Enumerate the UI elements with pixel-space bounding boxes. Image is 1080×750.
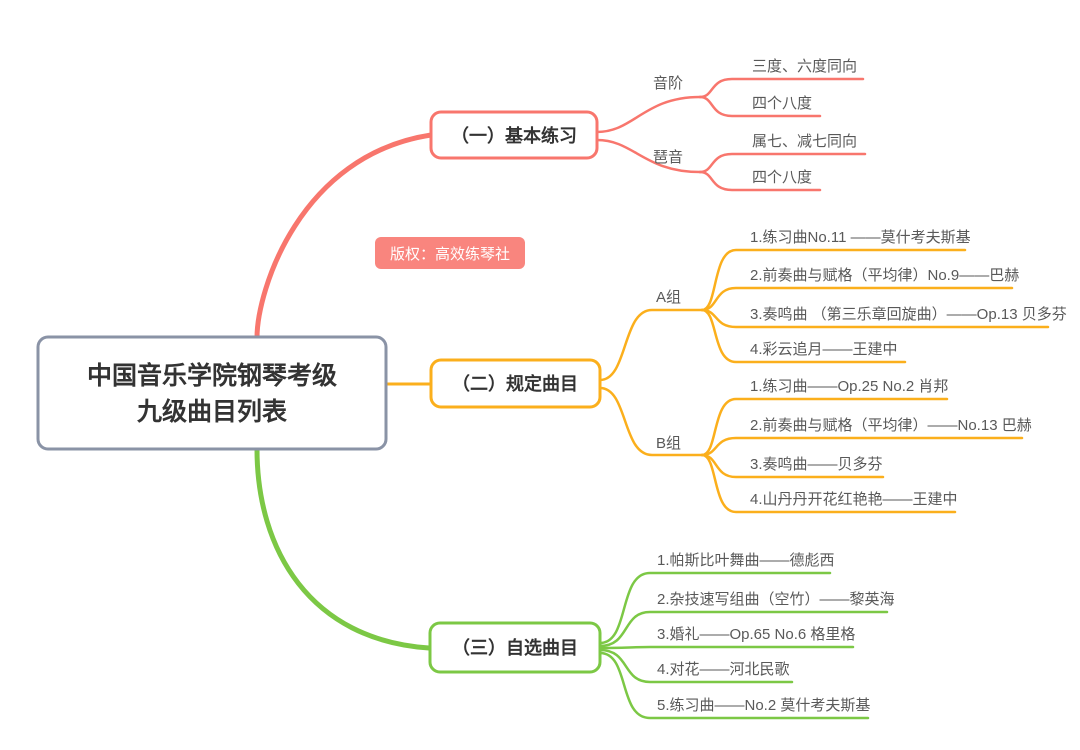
groupA-item1-underline [700,248,967,312]
free-item5-label[interactable]: 5.练习曲——No.2 莫什考夫斯基 [657,697,870,714]
arpeggio-item1-label[interactable]: 属七、减七同向 [752,133,857,150]
groupB-item4-underline [700,453,957,514]
groupB-item2-underline [700,436,1024,457]
groupB-item2-label[interactable]: 2.前奏曲与赋格（平均律）——No.13 巴赫 [750,417,1032,434]
groupA-branch-curve [598,308,704,382]
groupA-node-label[interactable]: A组 [656,289,681,306]
watermark-label: 版权：高效练琴社 [390,246,510,263]
free-item4-underline [598,648,794,684]
scales-item1-label[interactable]: 三度、六度同向 [752,58,857,75]
groupA-item2-underline [700,286,1014,312]
groupB-node-label[interactable]: B组 [656,435,681,452]
free-item2-underline [598,610,889,648]
groupB-item1-underline [700,397,949,457]
scales-node-label[interactable]: 音阶 [653,75,683,92]
arpeggio-item2-underline [698,170,822,192]
free-item1-label[interactable]: 1.帕斯比叶舞曲——德彪西 [657,551,835,569]
root-title-line1: 中国音乐学院钢琴考级 [87,361,337,390]
free-item3-label[interactable]: 3.婚礼——Op.65 No.6 格里格 [657,626,855,643]
scales-item2-label[interactable]: 四个八度 [752,95,812,112]
branch1-label: （一）基本练习 [451,125,577,146]
root-title-line2: 九级曲目列表 [136,397,288,426]
branch3-label: （三）自选曲目 [452,637,578,658]
free-item4-label[interactable]: 4.对花——河北民歌 [657,661,790,678]
scales-branch-curve [595,95,702,134]
groupA-item2-label[interactable]: 2.前奏曲与赋格（平均律）No.9——巴赫 [750,267,1019,284]
branch3-main-curve [254,446,432,651]
branch2-node-box[interactable] [429,358,602,409]
free-item3-underline [598,645,855,650]
root-node[interactable] [36,335,388,451]
groupB-item4-label[interactable]: 4.山丹丹开花红艳艳——王建中 [750,491,958,508]
groupB-item1-label[interactable]: 1.练习曲——Op.25 No.2 肖邦 [750,378,948,395]
branch2-label: （二）规定曲目 [452,373,578,394]
branch1-main-curve [254,132,434,341]
groupA-item4-underline [700,308,907,364]
groupB-item3-label[interactable]: 3.奏鸣曲——贝多芬 [750,456,883,473]
groupA-item4-label[interactable]: 4.彩云追月——王建中 [750,341,898,358]
scales-item2-underline [698,95,822,118]
watermark-badge [375,237,525,269]
branch1-node-box[interactable] [429,110,599,160]
groupB-branch-curve [598,386,704,457]
arpeggio-node-label[interactable]: 琶音 [653,149,683,166]
free-item1-underline [598,571,832,645]
arpeggio-branch-curve [595,138,702,174]
groupA-item1-label[interactable]: 1.练习曲No.11 ——莫什考夫斯基 [750,229,971,246]
free-item2-label[interactable]: 2.杂技速写组曲（空竹）——黎英海 [657,590,895,608]
arpeggio-item2-label[interactable]: 四个八度 [752,169,812,186]
free-item5-underline [598,651,870,720]
groupA-item3-label[interactable]: 3.奏鸣曲 （第三乐章回旋曲）——Op.13 贝多芬 [750,305,1067,323]
